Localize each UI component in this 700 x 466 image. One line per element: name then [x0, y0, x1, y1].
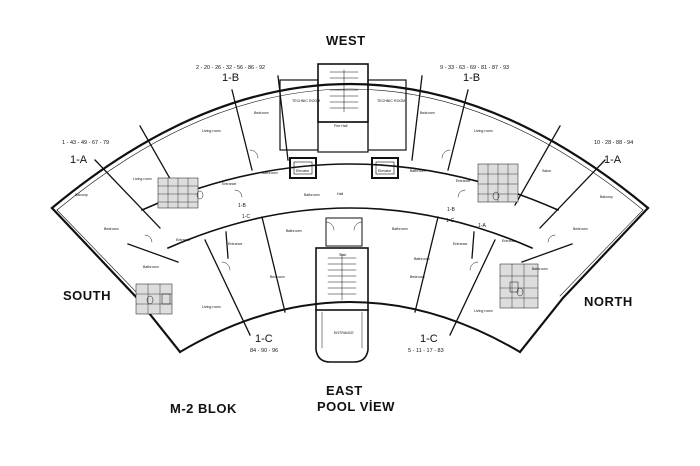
- room-bathroom-west-right: Bathroom: [410, 169, 426, 173]
- unit-numbers-west-left: 2 - 20 - 26 - 32 - 56 - 86 - 92: [196, 65, 266, 71]
- room-balcony-south-west: Balcony: [75, 193, 88, 197]
- orientation-west-label: WEST: [326, 33, 366, 48]
- room-living-west-right: Living room: [474, 129, 493, 133]
- room-balcony-north-west: Balcony: [600, 195, 613, 199]
- unit-type-west-left: 1-B: [222, 72, 240, 84]
- inner-tag-1b-right: 1-B: [447, 207, 455, 213]
- room-entrance-south-west: Entrance: [176, 238, 191, 242]
- room-entrance-north-west: Entrance: [502, 239, 517, 243]
- room-hall: Hall: [337, 192, 344, 196]
- room-living-east-right: Living room: [474, 309, 493, 313]
- kitchen-block-nw: [499, 263, 539, 309]
- stair-core-east: [315, 247, 369, 311]
- orientation-south-label: SOUTH: [63, 288, 111, 303]
- room-elevator-left: Elevator: [296, 169, 310, 173]
- west-outer-wall: [50, 83, 650, 210]
- room-bedroom-south-west: Bedroom: [104, 227, 119, 231]
- unit-type-west-right: 1-B: [463, 72, 481, 84]
- block-name-label: M-2 BLOK: [170, 401, 237, 416]
- pool-view-label: POOL VİEW: [317, 399, 395, 414]
- room-entrance-east-left: Entrance: [228, 242, 243, 246]
- unit-numbers-north-west: 10 - 28 - 88 - 94: [594, 140, 634, 146]
- right-wing-outline: [518, 206, 650, 354]
- room-entrance-east-right: Entrance: [453, 242, 468, 246]
- kitchen-block-sw: [135, 283, 173, 315]
- corridor-south-wall: [166, 207, 534, 250]
- room-stair: Stair: [339, 253, 347, 257]
- room-living-east-left: Living room: [202, 305, 221, 309]
- room-bathroom-south-west: Bathroom: [143, 265, 159, 269]
- room-bathroom-west-left: Bathroom: [262, 171, 278, 175]
- stair-core-west: [317, 63, 369, 123]
- unit-numbers-north-east: 5 - 11 - 17 - 83: [408, 348, 444, 354]
- room-entrance-west-right: Entrance: [456, 179, 471, 183]
- room-bathroom-north-west: Bathroom: [532, 267, 548, 271]
- entrance-bay: [315, 309, 369, 363]
- room-bathroom-core-left: Bathroom: [304, 193, 320, 197]
- east-outer-wall: [178, 301, 522, 354]
- room-bathroom-east-right: Bathroom: [392, 227, 408, 231]
- unit-type-south-east: 1-C: [255, 333, 273, 345]
- room-technic-right: TECHNIC ROOM: [377, 99, 406, 103]
- room-bedroom-west-right: Bedroom: [420, 111, 435, 115]
- room-bedroom-west-left: Bedroom: [254, 111, 269, 115]
- room-bedroom-north-west: Bedroom: [573, 227, 588, 231]
- orientation-east-label: EAST: [326, 383, 363, 398]
- room-bathroom-core-right: Bathroom: [414, 257, 430, 261]
- room-bathroom-east-left: Bathroom: [286, 229, 302, 233]
- room-entrance-west-left: Entrance: [222, 182, 237, 186]
- inner-tag-1c-left: 1-C: [242, 214, 251, 220]
- inner-tag-1c-right: 1-C: [446, 218, 455, 224]
- inner-tag-1a-right: 1-A: [478, 223, 486, 229]
- room-bedroom-east-left: Bedroom: [270, 275, 285, 279]
- room-fire-hall: Fire Hall: [334, 124, 348, 128]
- orientation-north-label: NORTH: [584, 294, 633, 309]
- unit-type-north-west: 1-A: [604, 154, 622, 166]
- elevator-left-shaft: [289, 157, 317, 179]
- unit-numbers-south-east: 84 - 90 - 96: [250, 348, 279, 354]
- room-main-entrance: ENTRANCE: [334, 331, 354, 335]
- room-technic-left: TECHNIC ROOM: [292, 99, 321, 103]
- unit-numbers-south-west: 1 - 43 - 49 - 67 - 79: [62, 140, 110, 146]
- unit-type-south-west: 1-A: [70, 154, 88, 166]
- room-living-west-left: Living room: [202, 129, 221, 133]
- room-salon-north-west: Salon: [542, 169, 552, 173]
- unit-type-north-east: 1-C: [420, 333, 438, 345]
- room-bedroom-east-right: Bedroom: [410, 275, 425, 279]
- room-living-south-west: Living room: [133, 177, 152, 181]
- elevator-right-shaft: [371, 157, 399, 179]
- unit-numbers-west-right: 9 - 33 - 63 - 69 - 81 - 87 - 93: [440, 65, 510, 71]
- inner-tag-1b-left: 1-B: [238, 203, 246, 209]
- room-elevator-right: Elevator: [378, 169, 392, 173]
